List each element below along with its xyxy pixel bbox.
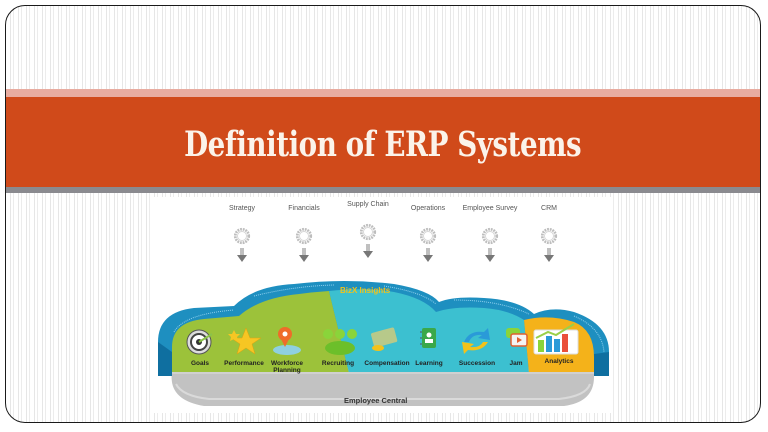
arrow-down-icon [299, 248, 309, 262]
star-icon [228, 327, 262, 355]
module-goals: Goals [190, 360, 210, 367]
erp-diagram: Strategy Financials Supply Chain Operati… [154, 197, 613, 413]
module-recruiting: Recruiting [321, 360, 355, 367]
target-icon [186, 329, 213, 355]
arrow-down-icon [237, 248, 247, 262]
module-jam: Jam [509, 360, 523, 367]
bizx-insights-label: BizX Insights [340, 286, 391, 295]
source-employee-survey: Employee Survey [450, 205, 530, 262]
bizx-cloud: BizX Insights Goals Performance Workforc… [154, 272, 613, 413]
source-label: Strategy [228, 205, 256, 212]
source-supply-chain: Supply Chain [333, 201, 403, 258]
gear-icon [295, 227, 313, 245]
slide-title: Definition of ERP Systems [184, 123, 582, 165]
chat-video-icon [506, 328, 528, 347]
source-label: Operations [410, 205, 446, 212]
source-strategy: Strategy [207, 205, 277, 262]
employee-central-label: Employee Central [344, 396, 408, 405]
arrow-down-icon [363, 244, 373, 258]
title-banner: Definition of ERP Systems [6, 97, 760, 187]
module-workforce-planning: Workforce Planning [270, 360, 304, 374]
banner-top-stripe [6, 89, 760, 97]
slide-frame: Definition of ERP Systems Strategy Finan… [5, 5, 761, 423]
module-analytics: Analytics [544, 358, 574, 365]
gear-icon [481, 227, 499, 245]
gear-icon [540, 227, 558, 245]
source-label: Supply Chain [347, 201, 389, 208]
source-crm: CRM [514, 205, 584, 262]
arrow-down-icon [423, 248, 433, 262]
module-performance: Performance [224, 360, 264, 367]
source-operations: Operations [393, 205, 463, 262]
book-icon [420, 328, 436, 348]
source-financials: Financials [269, 205, 339, 262]
gear-icon [419, 227, 437, 245]
gear-icon [359, 223, 377, 241]
map-pin-icon [273, 327, 301, 355]
banner-bottom-stripe [6, 187, 760, 193]
module-succession: Succession [458, 360, 496, 367]
bar-chart-icon [533, 323, 579, 355]
source-label: CRM [541, 205, 557, 212]
data-sources-row: Strategy Financials Supply Chain Operati… [154, 197, 613, 277]
gear-icon [233, 227, 251, 245]
arrow-down-icon [485, 248, 495, 262]
cycle-arrows-icon [462, 328, 490, 354]
money-icon [371, 327, 398, 351]
module-compensation: Compensation [364, 360, 410, 367]
source-label: Employee Survey [462, 205, 518, 212]
source-label: Financials [288, 205, 320, 212]
module-learning: Learning [415, 360, 443, 367]
cloud-graphic [158, 281, 609, 406]
people-icon [323, 329, 357, 355]
arrow-down-icon [544, 248, 554, 262]
